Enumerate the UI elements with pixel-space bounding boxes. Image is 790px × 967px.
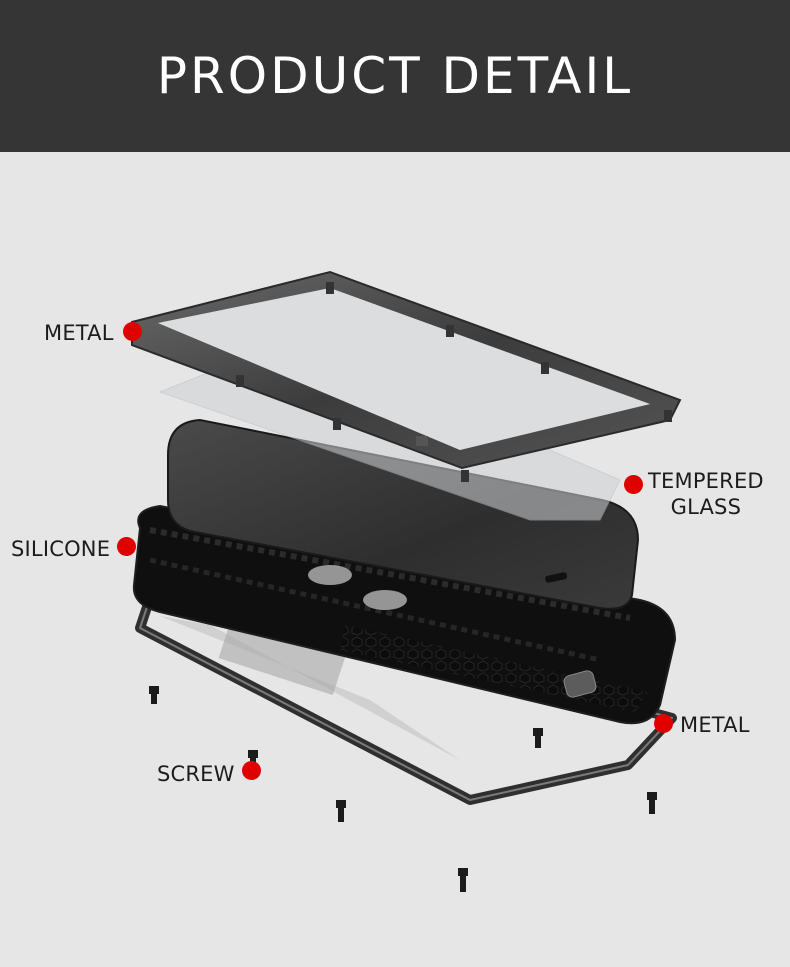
phone-body — [167, 418, 640, 610]
screws — [149, 686, 657, 892]
callout-label-screw: SCREW — [157, 762, 235, 786]
silicone-case — [132, 504, 677, 725]
page-title: PRODUCT DETAIL — [156, 47, 634, 105]
header-banner: PRODUCT DETAIL — [0, 0, 790, 152]
callout-label-tempered-glass: TEMPERED GLASS — [648, 468, 764, 520]
exploded-case-illustration — [131, 270, 682, 892]
callout-marker-screw — [242, 761, 261, 780]
callout-label-metal-top: METAL — [44, 321, 114, 345]
callout-marker-metal-bottom — [654, 714, 673, 733]
tempered-glass-line1: TEMPERED — [648, 469, 764, 493]
callout-marker-tempered-glass — [624, 475, 643, 494]
tempered-glass-line2: GLASS — [670, 495, 742, 519]
top-metal-frame — [131, 270, 682, 482]
callout-label-metal-bottom: METAL — [680, 713, 750, 737]
callout-marker-metal-top — [123, 322, 142, 341]
callout-label-silicone: SILICONE — [11, 537, 111, 561]
callout-marker-silicone — [117, 537, 136, 556]
